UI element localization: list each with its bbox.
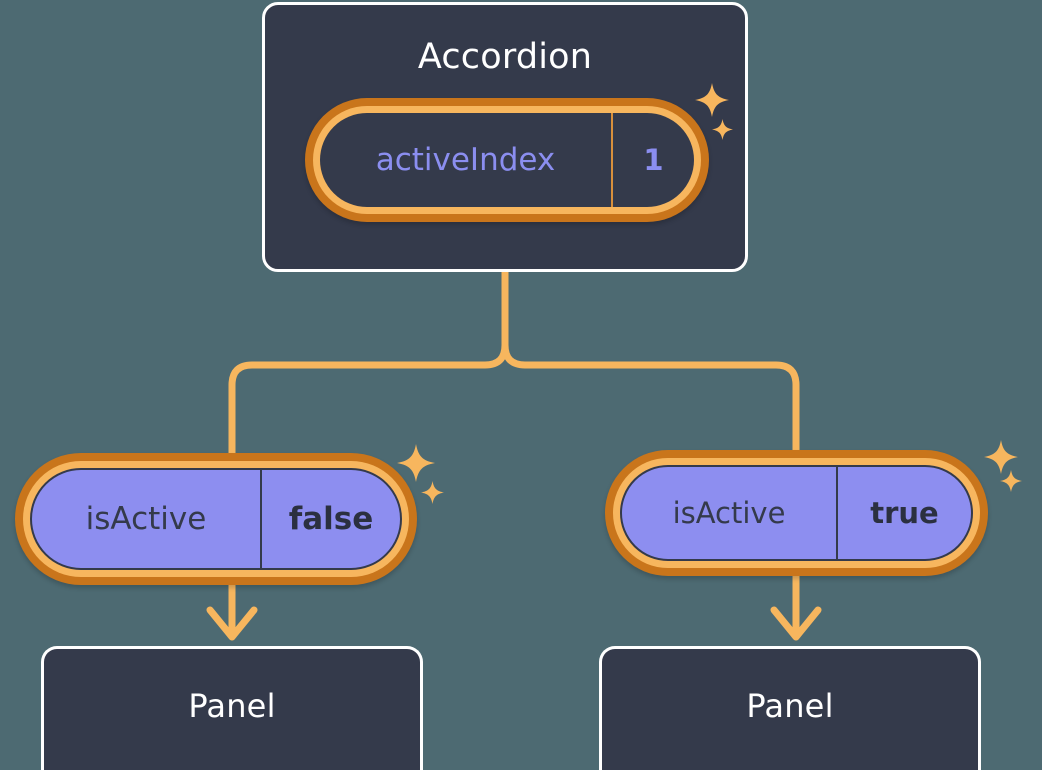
panel-component-box-left[interactable]: Panel	[41, 646, 423, 770]
panel-title-left: Panel	[188, 687, 276, 725]
state-pill-key: activeIndex	[375, 142, 556, 178]
prop-pill-value: false	[260, 470, 400, 568]
prop-pill-isactive-left[interactable]: isActive false	[15, 453, 417, 585]
prop-pill-key: isActive	[672, 496, 786, 530]
pill-inner-ring: isActive false	[23, 461, 409, 577]
pill-inner-ring: isActive true	[613, 458, 980, 568]
pill-body: isActive false	[30, 468, 402, 570]
prop-pill-isactive-right[interactable]: isActive true	[605, 450, 988, 576]
sparkle-icon	[984, 440, 1018, 474]
pill-inner-ring: activeIndex 1	[313, 106, 701, 214]
sparkle-icon	[397, 444, 435, 482]
pill-body: isActive true	[620, 465, 973, 561]
sparkle-icon	[1000, 470, 1022, 492]
sparkle-icon	[421, 481, 444, 504]
accordion-title: Accordion	[417, 37, 593, 77]
panel-title-right: Panel	[746, 687, 834, 725]
panel-component-box-right[interactable]: Panel	[599, 646, 981, 770]
state-pill-value: 1	[611, 113, 694, 207]
prop-pill-key: isActive	[85, 501, 207, 537]
state-pill-activeindex[interactable]: activeIndex 1	[305, 98, 709, 222]
pill-body: activeIndex 1	[320, 113, 694, 207]
arrow-down-left	[206, 583, 258, 641]
wire-root-to-right	[501, 268, 800, 456]
prop-pill-value: true	[836, 467, 971, 559]
arrow-down-right	[770, 574, 822, 641]
wire-root-to-left	[228, 268, 509, 459]
